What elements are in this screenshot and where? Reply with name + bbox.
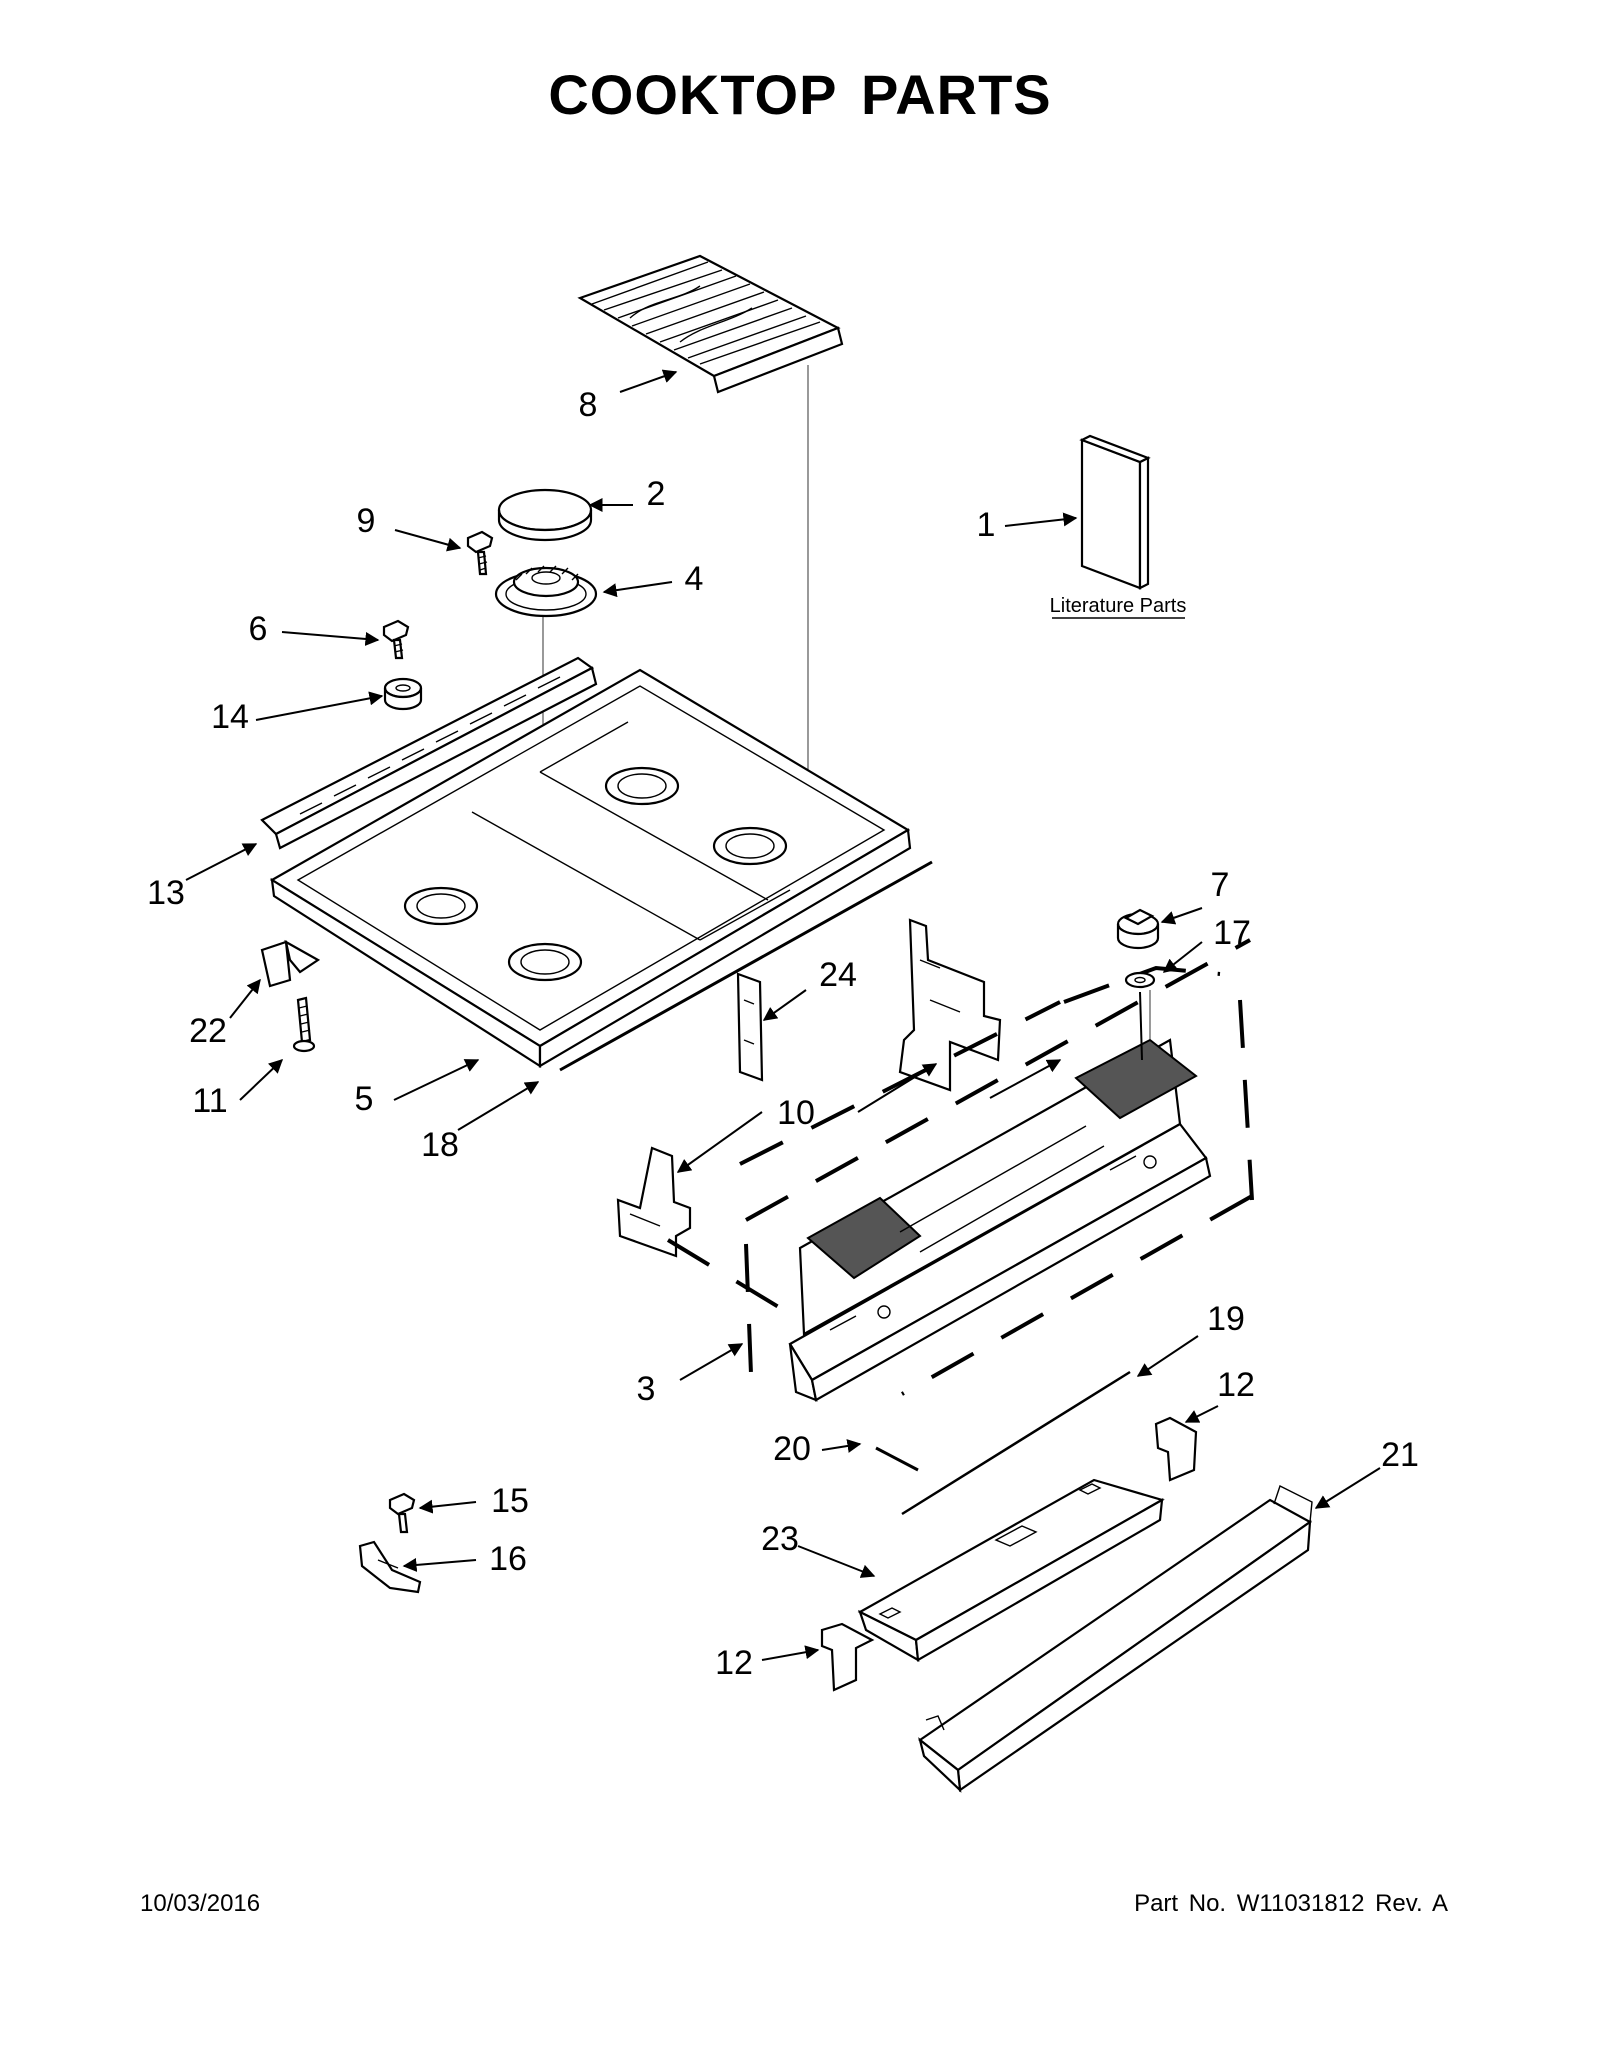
callout-20: 20 xyxy=(773,1430,811,1468)
callout-9: 9 xyxy=(357,502,376,540)
callout-21: 21 xyxy=(1381,1436,1419,1474)
callout-1: 1 xyxy=(977,506,996,544)
bracket-part-10-upper xyxy=(898,918,1002,1092)
burner-base-part xyxy=(494,565,598,618)
literature-parts-label-group: Literature Parts xyxy=(1050,595,1187,619)
seal-strip-part xyxy=(559,860,933,1072)
callout-10-upper: 10 xyxy=(777,1094,815,1132)
callout-22: 22 xyxy=(189,1012,227,1050)
footer-part-number: Part No. W11031812 Rev. A xyxy=(1134,1890,1448,1917)
control-panel-dashed-outline xyxy=(666,938,1254,1401)
page-title: COOKTOP PARTS xyxy=(548,63,1052,126)
control-board-part xyxy=(857,1478,1165,1663)
grommet-part xyxy=(383,677,423,711)
bracket-part-12-upper xyxy=(1154,1416,1198,1482)
leader-lines xyxy=(185,369,1381,1661)
callout-19: 19 xyxy=(1207,1300,1245,1338)
leveling-leg-part xyxy=(292,996,316,1053)
callout-2: 2 xyxy=(647,475,666,513)
washer-part xyxy=(1124,971,1156,1061)
callout-13: 13 xyxy=(147,874,185,912)
screw-part-6 xyxy=(382,619,410,660)
callout-15: 15 xyxy=(491,1482,529,1520)
callout-17: 17 xyxy=(1213,914,1251,952)
callout-18: 18 xyxy=(421,1126,459,1164)
rear-rail-part xyxy=(260,656,598,850)
callout-5: 5 xyxy=(355,1080,374,1118)
callout-23: 23 xyxy=(761,1520,799,1558)
callout-4: 4 xyxy=(685,560,704,598)
control-panel-part xyxy=(788,1038,1212,1402)
wire-part-19 xyxy=(901,1370,1131,1516)
callout-14: 14 xyxy=(211,698,249,736)
callout-7: 7 xyxy=(1211,866,1230,904)
burner-cap-part xyxy=(497,488,593,542)
knob-part xyxy=(1116,908,1160,950)
callout-3: 3 xyxy=(637,1370,656,1408)
footer-date: 10/03/2016 xyxy=(140,1890,261,1917)
bracket-part-24 xyxy=(736,972,764,1082)
bracket-part-16 xyxy=(358,1540,422,1594)
callout-24: 24 xyxy=(819,956,857,994)
cooktop-part xyxy=(269,668,912,1069)
wire-part-20 xyxy=(875,1446,919,1472)
callout-16: 16 xyxy=(489,1540,527,1578)
literature-booklet-part xyxy=(1079,434,1151,590)
callout-12-upper: 12 xyxy=(1217,1366,1255,1404)
bracket-part-12-lower xyxy=(820,1622,875,1692)
grate-part xyxy=(577,254,844,394)
screw-part-15 xyxy=(388,1492,416,1534)
trim-part xyxy=(918,1485,1313,1793)
screw-part-9 xyxy=(466,530,494,576)
bracket-part-10-lower xyxy=(616,1146,692,1258)
callout-12-lower: 12 xyxy=(715,1644,753,1682)
callout-6: 6 xyxy=(249,610,268,648)
callout-labels: 8 2 9 4 6 14 13 22 11 5 18 1 7 17 24 10 … xyxy=(147,386,1419,1682)
bracket-part-22 xyxy=(260,939,321,988)
callout-8: 8 xyxy=(579,386,598,424)
literature-parts-label: Literature Parts xyxy=(1050,595,1187,617)
callout-11: 11 xyxy=(192,1082,227,1120)
